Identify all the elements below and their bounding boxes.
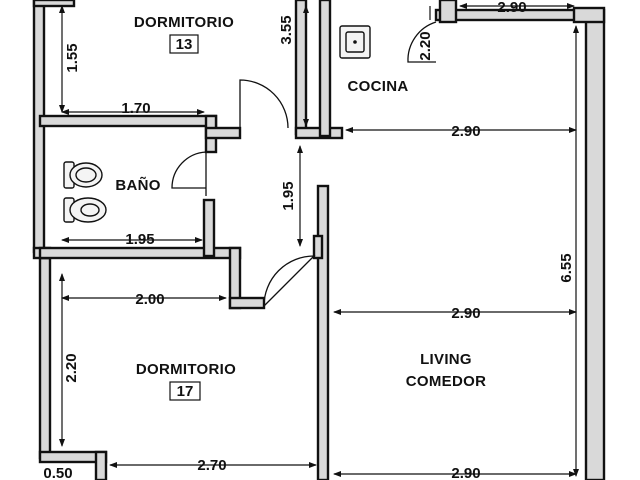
room-label-kitchen: COCINA — [348, 78, 409, 95]
door-top-bedroom — [239, 79, 289, 129]
room-number-box-top — [169, 34, 199, 54]
bidet-icon — [63, 197, 107, 223]
dim-top-bedroom-height: 1.55 — [64, 43, 81, 72]
dim-small-width: 0.50 — [43, 465, 72, 480]
dim-total-height: 6.55 — [558, 253, 575, 282]
dim-top-bedroom-width: 1.70 — [121, 100, 150, 117]
wall-door-jamb — [312, 234, 324, 260]
wall-center-lower — [316, 184, 330, 480]
bathroom-fixtures — [63, 161, 107, 223]
wall-top-left-cap — [32, 0, 76, 8]
dim-bedroom-height: 2.20 — [63, 353, 80, 382]
door-kitchen — [407, 21, 437, 63]
dim-bathroom-width: 1.95 — [125, 231, 154, 248]
doors — [171, 21, 437, 307]
dim-hall-height: 1.95 — [280, 181, 297, 210]
wall-right-cap — [572, 6, 606, 24]
walls — [32, 0, 606, 480]
room-label-bedroom-bottom: DORMITORIO — [136, 361, 236, 378]
dim-kitchen-width: 2.90 — [451, 123, 480, 140]
dim-kitchen-width-top: 2.90 — [497, 0, 526, 16]
room-number-top: 13 — [176, 36, 193, 53]
toilet-icon — [63, 161, 103, 189]
dim-top-right-depth: 3.55 — [278, 15, 295, 44]
dimension-lines — [59, 3, 579, 477]
wall-top-bedroom-post-return — [204, 126, 242, 140]
wall-bottom-left-post — [94, 450, 108, 480]
dim-kitchen-depth: 2.20 — [417, 31, 434, 60]
wall-center-upper — [294, 0, 308, 136]
wall-top-bedroom-bottom — [38, 114, 218, 128]
room-number-box-bottom — [169, 381, 201, 401]
room-label-living: LIVING — [420, 351, 472, 368]
dim-bedroom-width-bottom: 2.70 — [197, 457, 226, 474]
wall-bathroom-right-low — [202, 198, 216, 258]
wall-kitchen-left — [318, 0, 332, 138]
wall-left-lower — [38, 256, 52, 460]
kitchen-sink-icon — [339, 25, 371, 59]
dim-living-width-bottom: 2.90 — [451, 465, 480, 480]
room-label-dining: COMEDOR — [406, 373, 486, 390]
dim-bedroom-width: 2.00 — [135, 291, 164, 308]
room-number-bottom: 17 — [177, 383, 194, 400]
wall-kitchen-top-post — [438, 0, 458, 24]
dim-living-width-mid: 2.90 — [451, 305, 480, 322]
door-bathroom — [171, 151, 207, 196]
room-label-bathroom: BAÑO — [115, 176, 160, 194]
door-bottom-bedroom — [263, 255, 316, 307]
wall-right — [584, 8, 606, 480]
room-label-bedroom-top: DORMITORIO — [134, 14, 234, 31]
wall-bedroom-door-return — [228, 296, 266, 310]
